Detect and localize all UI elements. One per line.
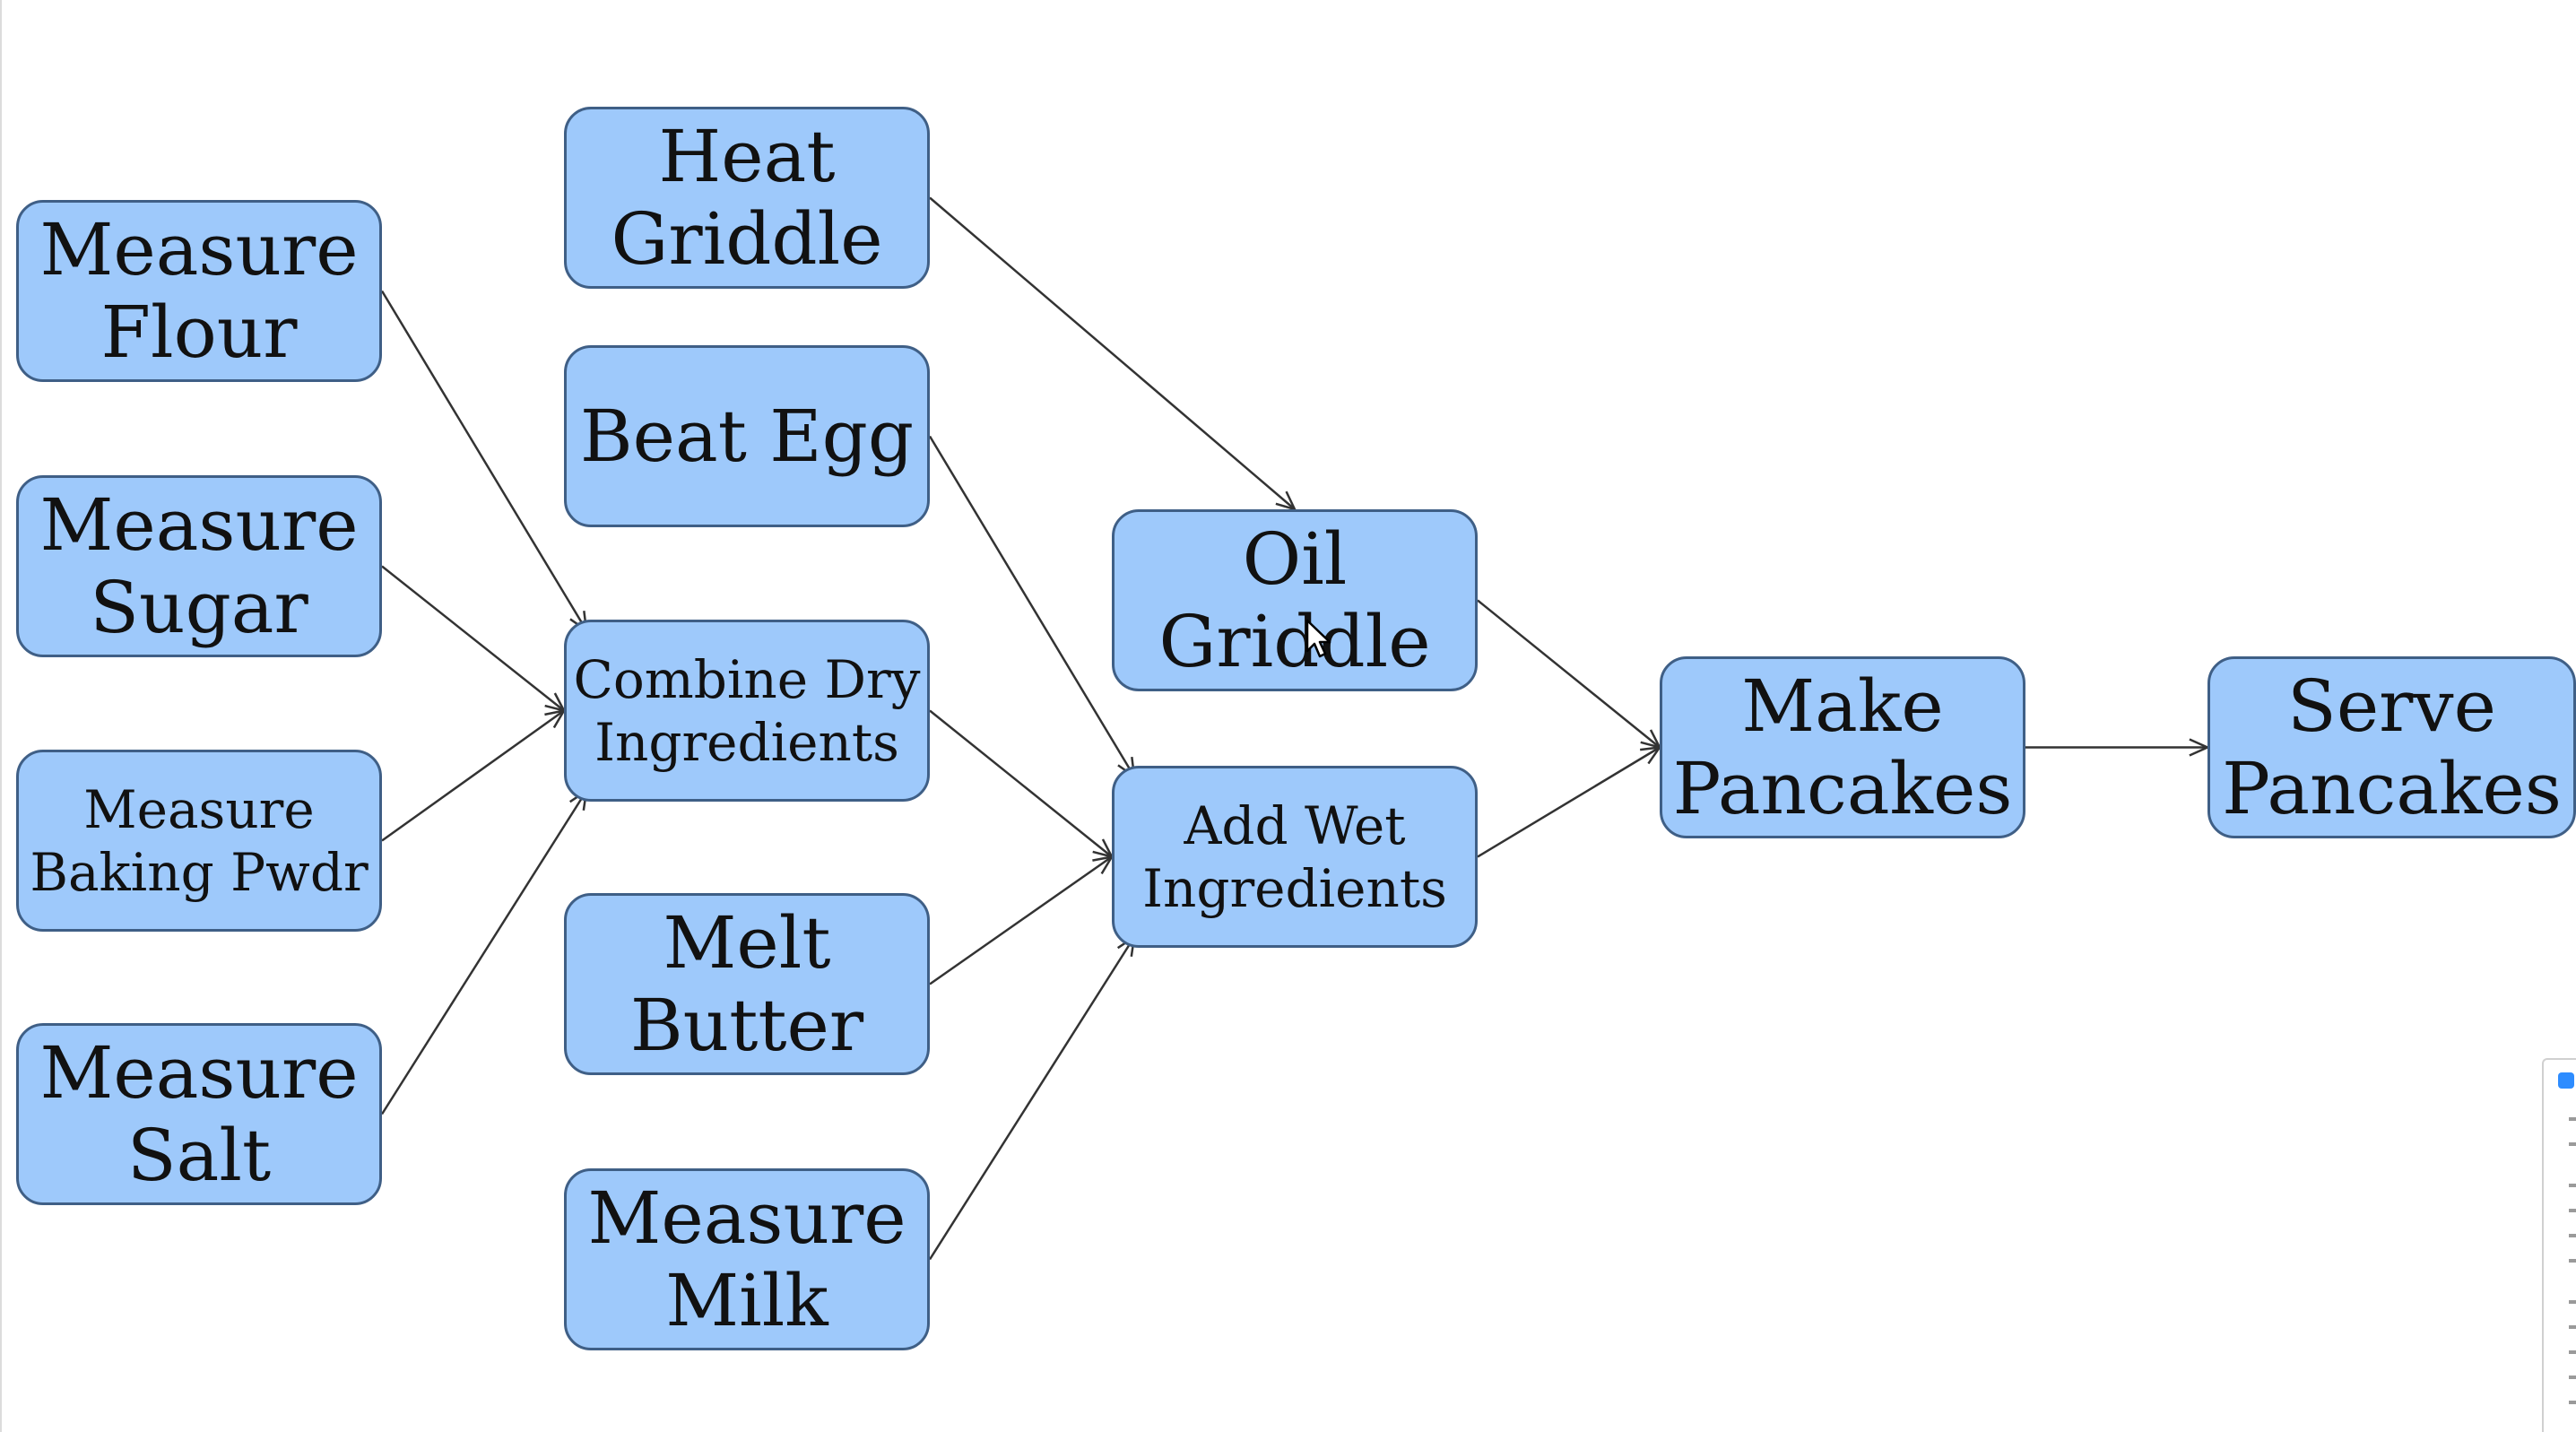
left-border	[0, 0, 2, 1432]
node-label: Add Wet Ingredients	[1142, 794, 1447, 919]
panel-text-fragment	[2569, 1234, 2576, 1237]
edge-melt_butter-to-add_wet	[929, 855, 1113, 985]
node-measure-baking-pwdr[interactable]: Measure Baking Pwdr	[16, 750, 382, 932]
node-label: Oil Griddle	[1158, 516, 1431, 683]
node-oil-griddle[interactable]: Oil Griddle	[1112, 509, 1478, 691]
panel-text-fragment	[2569, 1184, 2576, 1187]
node-label: Melt Butter	[629, 900, 864, 1067]
edge-measure_flour-to-combine_dry	[380, 290, 588, 631]
app-icon	[2558, 1072, 2574, 1089]
node-heat-griddle[interactable]: Heat Griddle	[564, 107, 930, 289]
node-label: Combine Dry Ingredients	[573, 648, 921, 773]
arrowhead-icon	[1640, 745, 1662, 765]
panel-text-fragment	[2569, 1401, 2576, 1404]
edge-measure_sugar-to-combine_dry	[381, 565, 565, 712]
edge-measure_salt-to-combine_dry	[380, 790, 588, 1115]
node-label: Serve Pancakes	[2222, 664, 2562, 830]
edge-beat_egg-to-add_wet	[928, 435, 1136, 777]
side-panel-edge[interactable]	[2542, 1058, 2576, 1432]
edge-measure_baking_pwdr-to-combine_dry	[381, 709, 565, 842]
panel-text-fragment	[2569, 1142, 2576, 1146]
node-label: Measure Milk	[587, 1176, 906, 1342]
panel-text-fragment	[2569, 1325, 2576, 1329]
node-label: Beat Egg	[579, 394, 915, 478]
edge-add_wet-to-make_pancakes	[1477, 746, 1661, 858]
node-combine-dry-ingredients[interactable]: Combine Dry Ingredients	[564, 620, 930, 802]
node-label: Measure Baking Pwdr	[30, 778, 369, 903]
panel-text-fragment	[2569, 1350, 2576, 1354]
panel-text-fragment	[2569, 1209, 2576, 1212]
node-measure-milk[interactable]: Measure Milk	[564, 1168, 930, 1350]
panel-text-fragment	[2569, 1259, 2576, 1263]
node-make-pancakes[interactable]: Make Pancakes	[1660, 656, 2025, 838]
node-label: Measure Salt	[39, 1030, 359, 1197]
node-label: Measure Flour	[39, 207, 359, 374]
node-measure-flour[interactable]: Measure Flour	[16, 200, 382, 382]
panel-text-fragment	[2569, 1376, 2576, 1379]
node-serve-pancakes[interactable]: Serve Pancakes	[2207, 656, 2576, 838]
node-measure-sugar[interactable]: Measure Sugar	[16, 475, 382, 657]
edge-oil_griddle-to-make_pancakes	[1477, 599, 1661, 749]
edge-measure_milk-to-add_wet	[928, 936, 1136, 1261]
node-beat-egg[interactable]: Beat Egg	[564, 345, 930, 527]
node-melt-butter[interactable]: Melt Butter	[564, 893, 930, 1075]
edge-heat_griddle-to-oil_griddle	[929, 196, 1296, 510]
node-add-wet-ingredients[interactable]: Add Wet Ingredients	[1112, 766, 1478, 948]
panel-text-fragment	[2569, 1117, 2576, 1121]
panel-text-fragment	[2569, 1300, 2576, 1304]
node-label: Make Pancakes	[1672, 664, 2013, 830]
node-label: Measure Sugar	[39, 482, 359, 649]
node-label: Heat Griddle	[611, 114, 883, 281]
edge-combine_dry-to-add_wet	[929, 709, 1113, 858]
node-measure-salt[interactable]: Measure Salt	[16, 1023, 382, 1205]
